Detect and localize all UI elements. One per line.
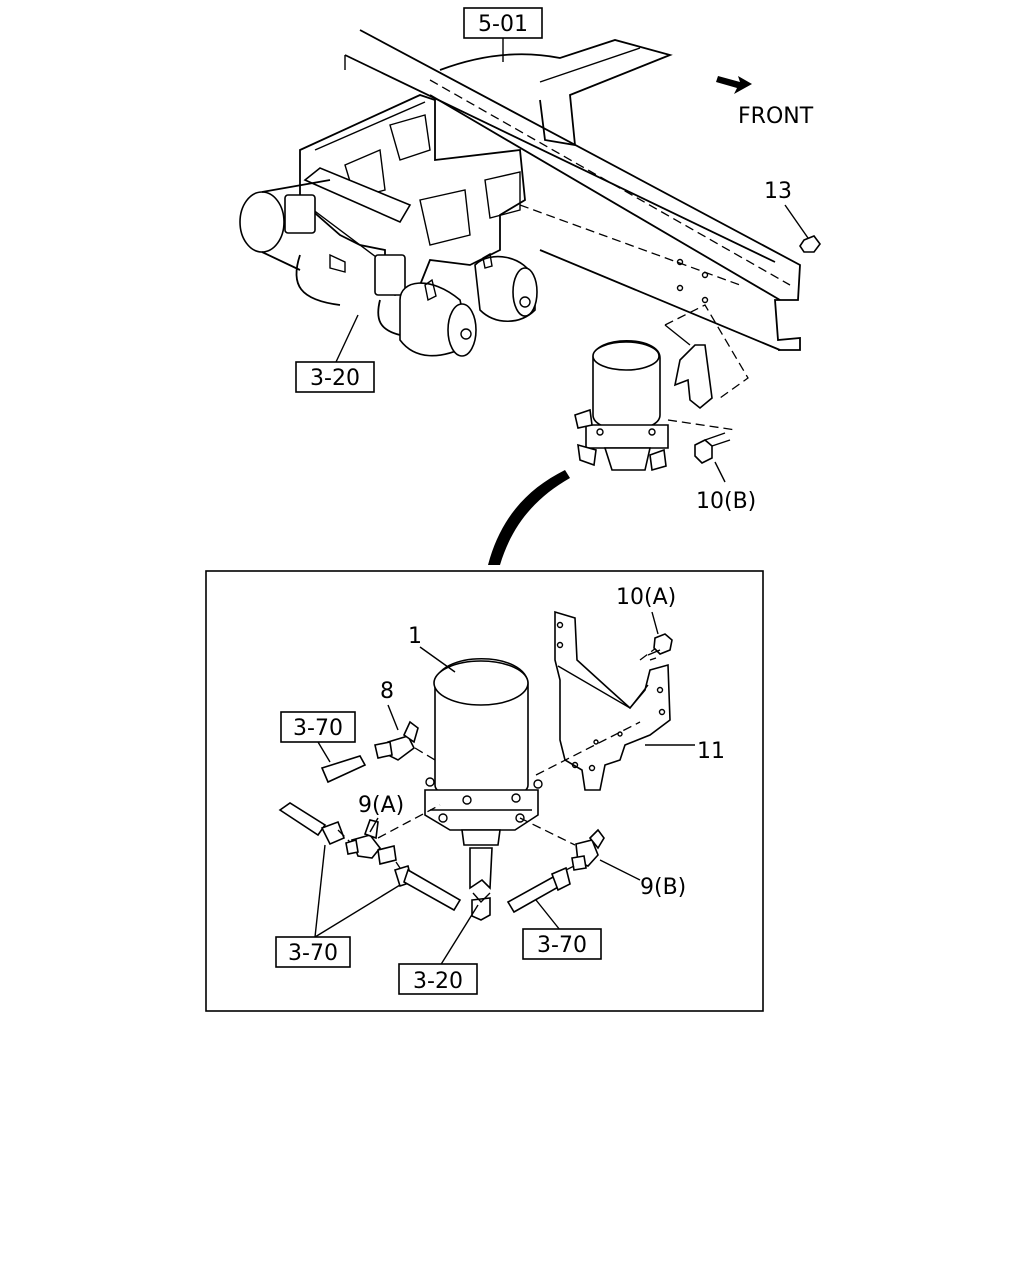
ref-5-01-text: 5-01 bbox=[478, 12, 528, 37]
mounting-bracket bbox=[535, 610, 671, 791]
ref-box-3-70-right[interactable]: 3-70 bbox=[522, 899, 602, 960]
callout-11[interactable]: 11 bbox=[645, 739, 725, 764]
pipe-right bbox=[506, 865, 575, 914]
ref-3-70-right-text: 3-70 bbox=[537, 933, 587, 958]
pipe-left-lower bbox=[393, 861, 462, 912]
elbow-fitting-9b bbox=[519, 817, 605, 871]
tee-fitting-9a bbox=[345, 804, 441, 865]
detail-pointer-arrow bbox=[488, 470, 570, 565]
ref-box-3-70-left-bottom[interactable]: 3-70 bbox=[275, 844, 401, 968]
detail-frame bbox=[205, 570, 764, 1012]
ref-3-20-bottom-text: 3-20 bbox=[413, 969, 463, 994]
callout-9b-text: 9(B) bbox=[640, 875, 686, 900]
callout-11-text: 11 bbox=[697, 739, 725, 764]
pipe-left-top bbox=[320, 755, 367, 784]
front-indicator: FRONT bbox=[716, 76, 814, 129]
ref-3-20-top-text: 3-20 bbox=[310, 366, 360, 391]
tank-bracket-assembly bbox=[239, 94, 538, 357]
callout-10a-text: 10(A) bbox=[616, 585, 676, 610]
bolt-b-icon bbox=[694, 439, 713, 464]
callout-8-text: 8 bbox=[380, 679, 394, 704]
callout-10a[interactable]: 10(A) bbox=[616, 585, 676, 661]
bolt-a-icon bbox=[653, 633, 673, 655]
ref-box-3-20-bottom[interactable]: 3-20 bbox=[398, 904, 479, 995]
ref-box-3-20-top[interactable]: 3-20 bbox=[295, 314, 375, 393]
callout-13-text: 13 bbox=[764, 179, 792, 204]
callout-9a[interactable]: 9(A) bbox=[358, 793, 404, 833]
ref-3-70-left-top-text: 3-70 bbox=[293, 716, 343, 741]
air-dryer bbox=[424, 658, 543, 846]
callout-1[interactable]: 1 bbox=[408, 624, 456, 673]
air-dryer-small bbox=[574, 304, 749, 472]
chassis-frame bbox=[344, 29, 801, 351]
elbow-fitting-8 bbox=[374, 720, 436, 761]
callout-13[interactable]: 13 bbox=[764, 179, 821, 253]
callout-9a-text: 9(A) bbox=[358, 793, 404, 818]
front-arrow-icon bbox=[716, 76, 752, 94]
callout-10b[interactable]: 10(B) bbox=[696, 461, 756, 514]
center-pipe bbox=[469, 847, 493, 921]
ref-box-5-01[interactable]: 5-01 bbox=[463, 7, 543, 62]
pipe-left-upper bbox=[278, 802, 351, 846]
ref-3-70-left-bottom-text: 3-70 bbox=[288, 941, 338, 966]
front-label: FRONT bbox=[738, 104, 814, 129]
callout-9b[interactable]: 9(B) bbox=[599, 859, 686, 900]
callout-1-text: 1 bbox=[408, 624, 422, 649]
nut-icon bbox=[799, 235, 821, 253]
callout-8[interactable]: 8 bbox=[380, 679, 399, 731]
callout-10b-text: 10(B) bbox=[696, 489, 756, 514]
ref-box-3-70-left-top[interactable]: 3-70 bbox=[280, 711, 356, 763]
